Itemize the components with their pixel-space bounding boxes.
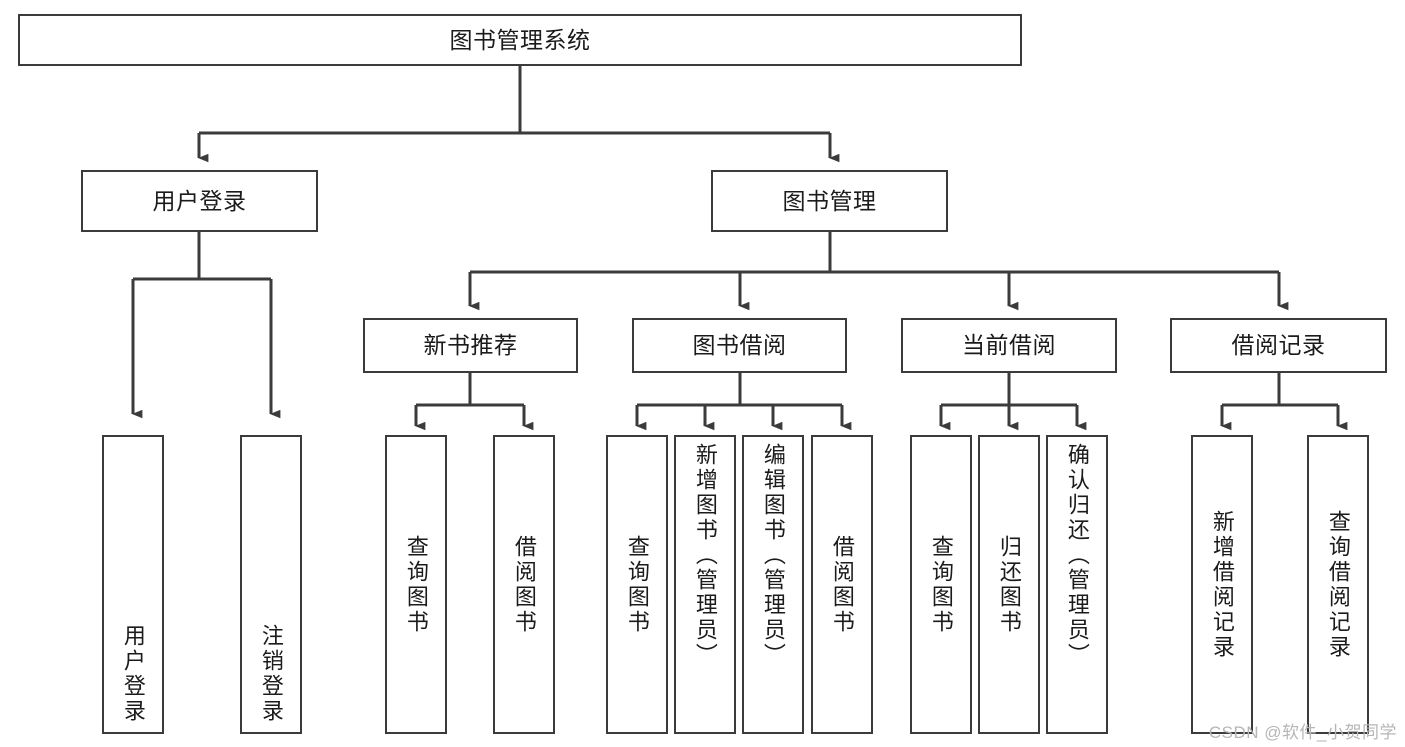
node-leaf-return-book[interactable]: 归还图书 xyxy=(978,435,1040,734)
node-root-system-label: 图书管理系统 xyxy=(449,26,591,53)
node-leaf-add-record[interactable]: 新增借阅记录 xyxy=(1191,435,1253,734)
node-current-borrow[interactable]: 当前借阅 xyxy=(901,318,1117,373)
node-leaf-borrow-book-1[interactable]: 借阅图书 xyxy=(493,435,555,734)
node-leaf-query-book-2-label: 查询图书 xyxy=(624,534,650,635)
node-leaf-add-book-label: 新增图书（管理员） xyxy=(692,443,718,668)
node-leaf-logout-login[interactable]: 注销登录 xyxy=(240,435,302,734)
node-leaf-query-record-label: 查询借阅记录 xyxy=(1325,509,1351,660)
node-current-borrow-label: 当前借阅 xyxy=(962,332,1056,359)
node-leaf-add-record-label: 新增借阅记录 xyxy=(1209,509,1235,660)
node-leaf-user-login-label: 用户登录 xyxy=(120,624,146,724)
node-leaf-return-book-label: 归还图书 xyxy=(996,534,1022,635)
node-book-borrow[interactable]: 图书借阅 xyxy=(632,318,847,373)
node-leaf-query-book-3[interactable]: 查询图书 xyxy=(910,435,972,734)
node-leaf-add-book[interactable]: 新增图书（管理员） xyxy=(674,435,736,734)
node-borrow-record[interactable]: 借阅记录 xyxy=(1170,318,1387,373)
node-leaf-query-book-3-label: 查询图书 xyxy=(928,534,954,635)
node-leaf-edit-book[interactable]: 编辑图书（管理员） xyxy=(742,435,804,734)
node-leaf-user-login[interactable]: 用户登录 xyxy=(102,435,164,734)
node-leaf-confirm-return-label: 确认归还（管理员） xyxy=(1064,443,1090,668)
node-book-management-label: 图书管理 xyxy=(782,187,877,214)
node-book-borrow-label: 图书借阅 xyxy=(692,332,787,359)
node-leaf-edit-book-label: 编辑图书（管理员） xyxy=(760,443,786,668)
csdn-watermark: CSDN @软件_小贺同学 xyxy=(1208,723,1397,742)
node-leaf-query-book-1[interactable]: 查询图书 xyxy=(385,435,447,734)
node-leaf-query-record[interactable]: 查询借阅记录 xyxy=(1307,435,1369,734)
node-leaf-borrow-book-2[interactable]: 借阅图书 xyxy=(811,435,873,734)
node-borrow-record-label: 借阅记录 xyxy=(1231,332,1326,359)
node-leaf-borrow-book-2-label: 借阅图书 xyxy=(829,534,855,635)
node-book-management[interactable]: 图书管理 xyxy=(711,170,948,232)
node-new-book-recommend-label: 新书推荐 xyxy=(423,332,518,359)
node-leaf-query-book-2[interactable]: 查询图书 xyxy=(606,435,668,734)
node-root-system[interactable]: 图书管理系统 xyxy=(18,14,1022,66)
node-new-book-recommend[interactable]: 新书推荐 xyxy=(363,318,578,373)
node-leaf-query-book-1-label: 查询图书 xyxy=(403,534,429,635)
node-leaf-borrow-book-1-label: 借阅图书 xyxy=(511,534,537,635)
node-user-login-label: 用户登录 xyxy=(152,187,247,214)
node-leaf-confirm-return[interactable]: 确认归还（管理员） xyxy=(1046,435,1108,734)
node-user-login[interactable]: 用户登录 xyxy=(81,170,318,232)
node-leaf-logout-login-label: 注销登录 xyxy=(258,624,284,724)
